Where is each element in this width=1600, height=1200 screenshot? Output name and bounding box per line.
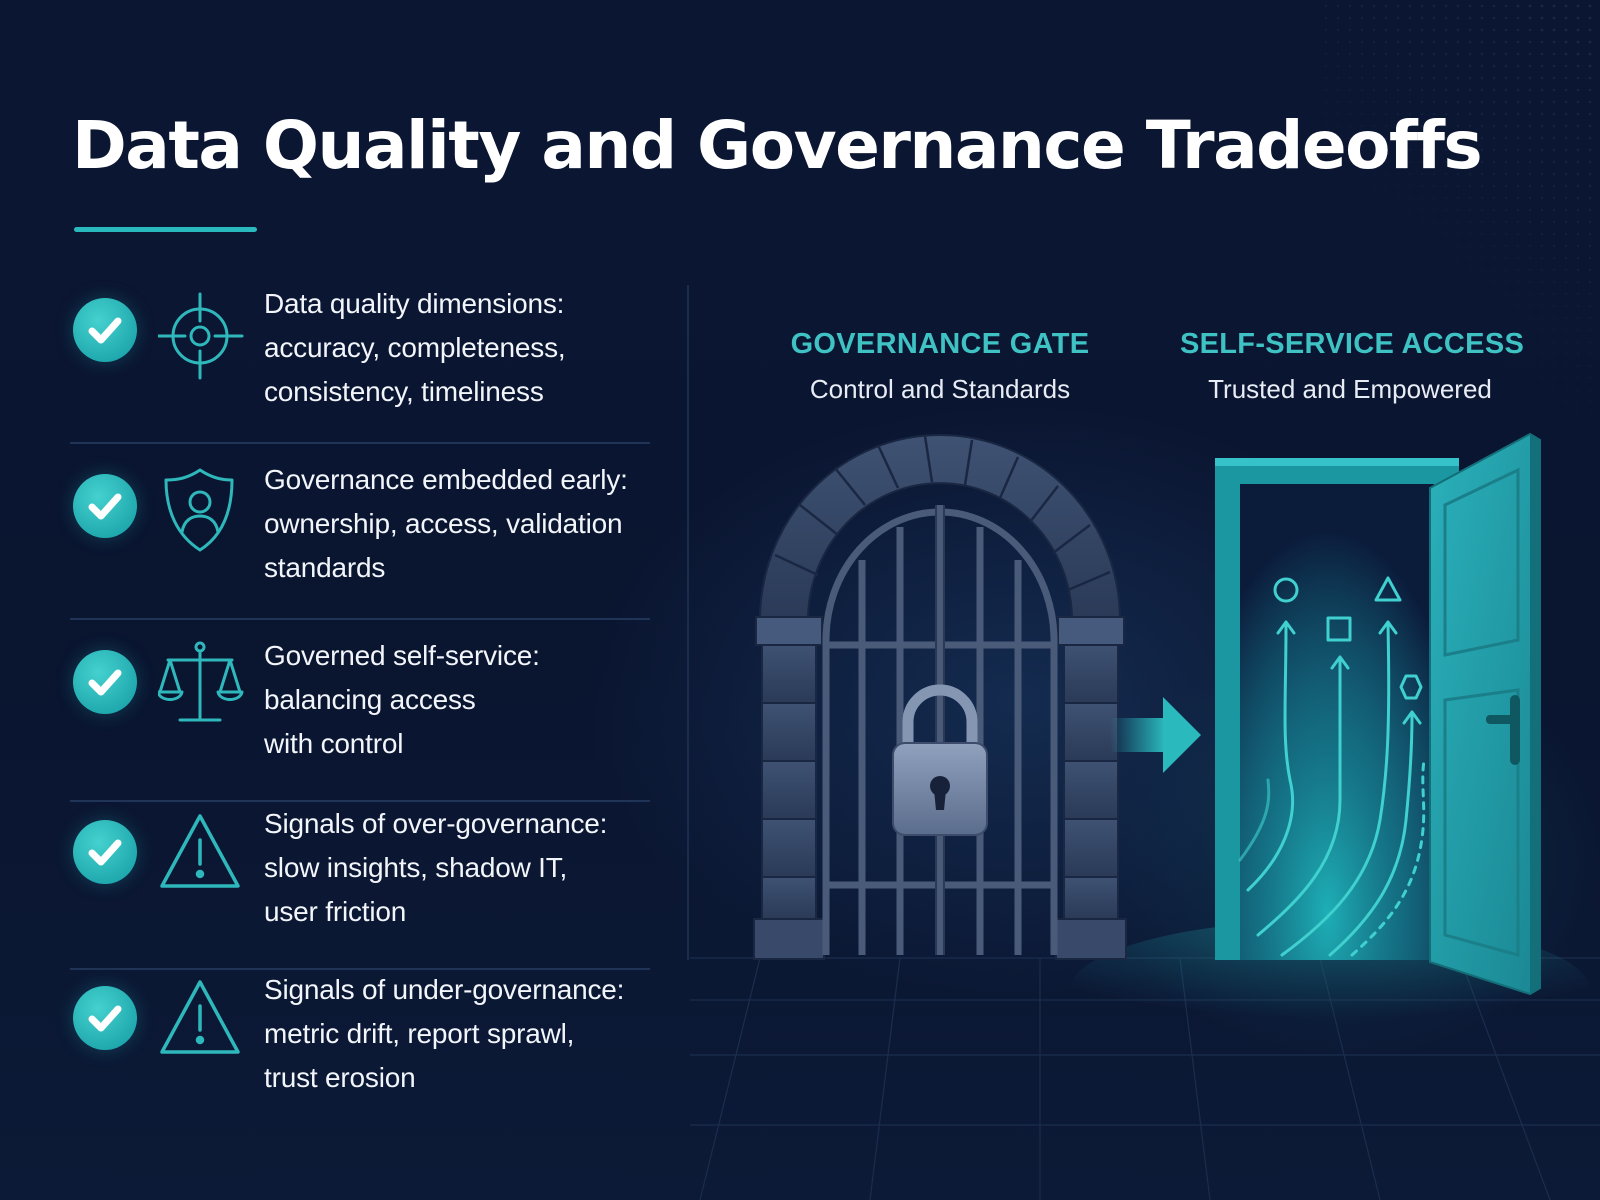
divider [70, 968, 650, 970]
arrow-right-icon [1110, 697, 1201, 773]
gate-subheading: Control and Standards [809, 374, 1071, 404]
list-item: Signals of over-governance: slow insight… [70, 798, 650, 970]
doorway [1240, 484, 1434, 960]
item-description: Data quality dimensions: accuracy, compl… [264, 288, 566, 407]
square-shape-icon [1326, 616, 1352, 642]
divider [70, 618, 650, 620]
stone-arch [758, 434, 1122, 621]
title-underline [74, 227, 257, 232]
stone-pillars [761, 644, 1119, 920]
page-title: Data Quality and Governance Tradeoffs [72, 107, 1483, 184]
access-heading: SELF-SERVICE ACCESS [1180, 328, 1525, 360]
warning-icon [158, 972, 244, 1068]
check-icon [73, 298, 137, 362]
divider [70, 800, 650, 802]
list-item: Data quality dimensions: accuracy, compl… [70, 268, 650, 444]
iron-gate [822, 505, 1058, 955]
flow-lines [1238, 623, 1426, 957]
check-icon [73, 474, 137, 538]
item-description: Signals of under-governance: metric drif… [264, 974, 625, 1093]
item-description: Governed self-service: balancing access … [264, 640, 540, 759]
list-item: Governed self-service: balancing access … [70, 620, 650, 802]
padlock-icon [892, 684, 988, 836]
shield-user-icon [158, 462, 244, 558]
hexagon-shape-icon [1399, 674, 1423, 700]
dot-pattern-decoration [1320, 0, 1600, 420]
item-description: Governance embedded early: ownership, ac… [264, 464, 628, 583]
warning-icon [158, 806, 244, 902]
check-icon [73, 650, 137, 714]
list-item: Signals of under-governance: metric drif… [70, 964, 650, 1134]
item-description: Signals of over-governance: slow insight… [264, 808, 608, 927]
target-icon [156, 288, 244, 384]
door-handle-icon [1486, 695, 1520, 765]
stone-gate-illustration [753, 434, 1127, 960]
gate-heading: GOVERNANCE GATE [790, 328, 1090, 360]
access-subheading: Trusted and Empowered [1208, 374, 1492, 404]
divider [70, 442, 650, 444]
scales-icon [156, 634, 244, 730]
triangle-shape-icon [1374, 576, 1402, 602]
circle-shape-icon [1273, 577, 1299, 603]
check-icon [73, 986, 137, 1050]
list-item: Governance embedded early: ownership, ac… [70, 444, 650, 620]
check-icon [73, 820, 137, 884]
open-door-illustration [1215, 432, 1541, 996]
